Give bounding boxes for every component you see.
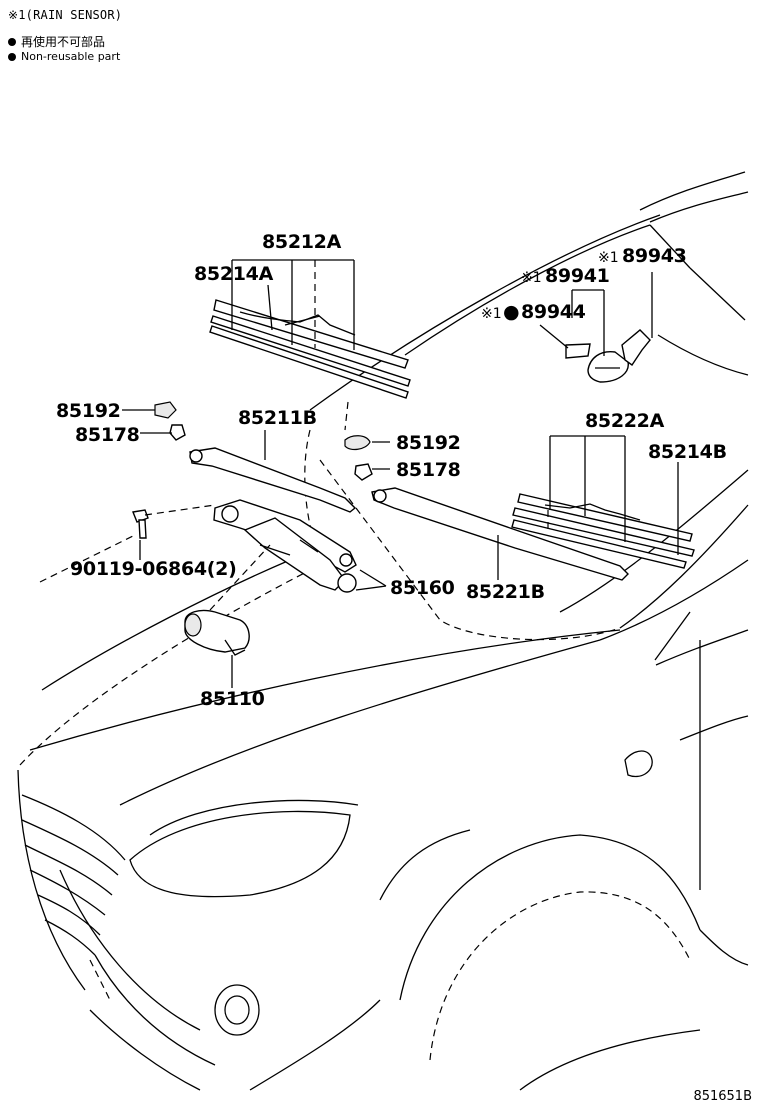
wiper-blade-right — [511, 493, 695, 569]
rain-sensor-note: ※1(RAIN SENSOR) — [8, 8, 123, 22]
label-85192-left: 85192 — [56, 400, 121, 422]
bolt — [132, 509, 149, 539]
label-85222A: 85222A — [585, 410, 665, 432]
car-body-outline — [17, 171, 749, 1091]
rain-sensor-parts — [565, 329, 651, 383]
wiper-arm-left — [154, 401, 357, 513]
rain-sensor-mark-89944: ※1 — [481, 306, 502, 322]
callout-lines — [39, 259, 679, 688]
wiper-linkage — [213, 499, 357, 593]
legend-en-text: Non-reusable part — [21, 50, 121, 63]
label-85178-right: 85178 — [396, 459, 461, 481]
label-89941: 89941 — [545, 265, 610, 287]
label-89944: 89944 — [521, 301, 586, 323]
label-85212A: 85212A — [262, 231, 342, 253]
bullet-dot-icon — [8, 52, 16, 61]
legend-jp-text: 再使用不可部品 — [21, 35, 106, 49]
wiper-blade-left — [209, 299, 411, 399]
label-85214B: 85214B — [648, 441, 727, 463]
legend-non-reusable-jp: 再使用不可部品 — [8, 33, 105, 50]
label-85221B: 85221B — [466, 581, 545, 603]
label-85214A: 85214A — [194, 263, 274, 285]
wiper-motor — [184, 609, 250, 656]
label-85178-left: 85178 — [75, 424, 140, 446]
rain-sensor-mark-89943: ※1 — [598, 250, 619, 266]
label-85211B: 85211B — [238, 407, 317, 429]
label-90119-06864: 90119-06864(2) — [70, 558, 236, 580]
bullet-dot-icon — [8, 37, 16, 46]
label-89943: 89943 — [622, 245, 687, 267]
diagram-reference-number: 851651B — [693, 1089, 752, 1104]
label-85192-right: 85192 — [396, 432, 461, 454]
rain-sensor-mark-89941: ※1 — [521, 270, 542, 286]
legend-non-reusable-en: Non-reusable part — [8, 50, 120, 63]
wiper-arm-right — [344, 435, 629, 581]
non-reusable-dot-89944: ● — [503, 301, 519, 323]
label-85160: 85160 — [390, 577, 455, 599]
label-85110: 85110 — [200, 688, 265, 710]
